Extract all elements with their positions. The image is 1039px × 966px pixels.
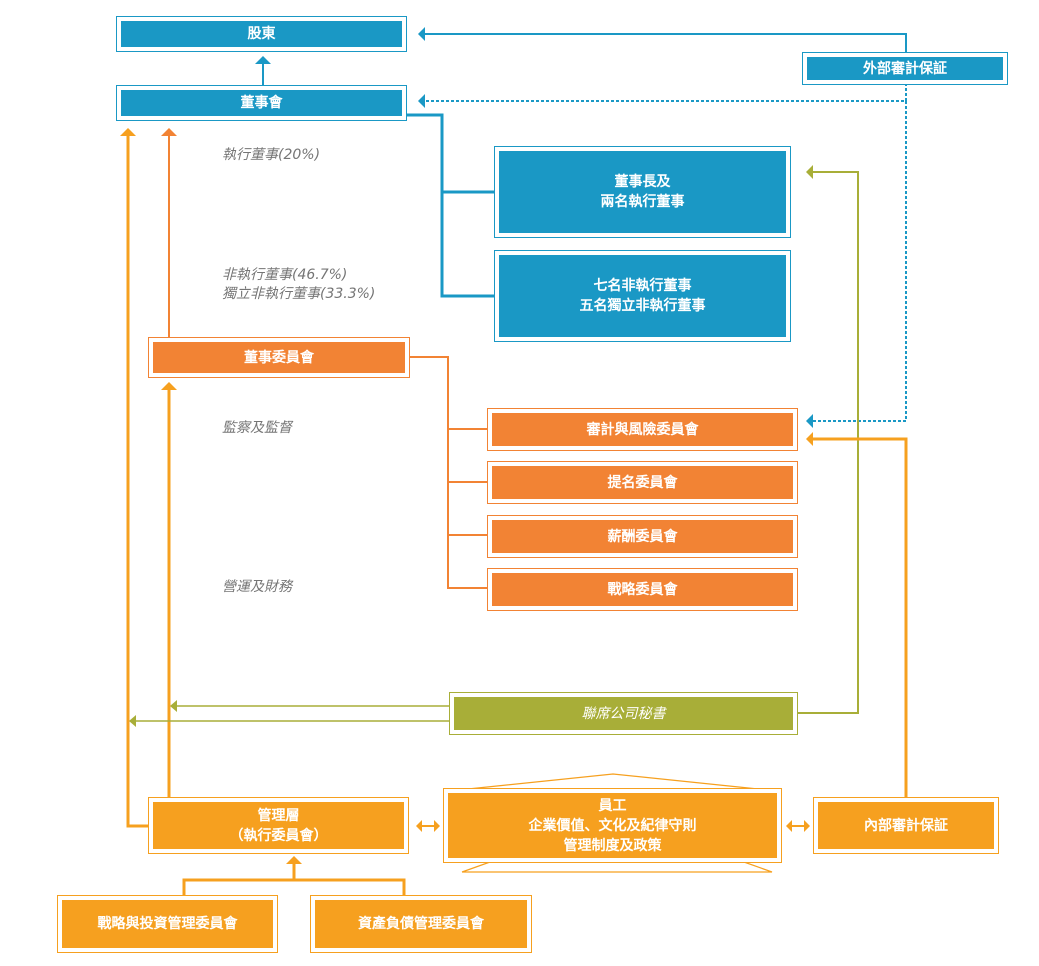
connector-internal-audit-to-audit-committee xyxy=(812,437,908,798)
node-asset-liability-committee: 資產負債管理委員會 xyxy=(310,895,532,953)
connector-external-audit-to-board xyxy=(424,83,907,102)
arrow-left-icon xyxy=(806,414,813,428)
node-external-audit: 外部審計保証 xyxy=(802,52,1008,85)
node-nomination-committee: 提名委員會 xyxy=(487,461,798,504)
arrow-up-icon xyxy=(161,128,177,136)
node-employees: 員工 企業價值、文化及紀律守則 管理制度及政策 xyxy=(443,788,782,863)
connector-secretary-to-chairman xyxy=(797,171,859,714)
node-chairman-exec-directors: 董事長及 兩名執行董事 xyxy=(494,146,791,238)
arrow-left-icon xyxy=(806,165,813,179)
arrow-up-icon xyxy=(161,382,177,390)
node-joint-company-secretary: 聯席公司秘書 xyxy=(449,692,798,735)
node-internal-audit: 內部審計保証 xyxy=(813,797,999,854)
node-management: 管理層 （執行委員會） xyxy=(148,797,409,854)
node-board-committees: 董事委員會 xyxy=(148,337,410,378)
arrow-left-icon xyxy=(806,432,813,446)
connector-external-audit-to-audit-committee xyxy=(812,101,907,422)
connector-committees-to-subcommittees xyxy=(409,356,488,589)
double-arrow-icon xyxy=(786,820,810,832)
node-shareholders: 股東 xyxy=(116,16,407,52)
connector-board-to-directors xyxy=(405,113,494,298)
arrow-left-icon xyxy=(418,94,425,108)
connector-management-to-board xyxy=(126,136,150,828)
node-non-exec-directors: 七名非執行董事 五名獨立非執行董事 xyxy=(494,250,791,342)
arrow-left-icon xyxy=(418,27,425,41)
connector-external-audit-to-shareholders xyxy=(424,33,907,54)
label-operations: 營運及財務 xyxy=(222,579,292,595)
node-strategy-investment-committee: 戰略與投資管理委員會 xyxy=(57,895,278,953)
double-arrow-icon xyxy=(416,820,440,832)
arrow-up-icon xyxy=(255,56,271,64)
label-non-exec-directors: 非執行董事(46.7%) 獨立非執行董事(33.3%) xyxy=(222,267,376,302)
label-exec-directors: 執行董事(20%) xyxy=(222,147,321,163)
arrow-left-icon xyxy=(129,715,136,727)
arrow-up-icon xyxy=(286,856,302,864)
arrow-up-icon xyxy=(120,128,136,136)
node-remuneration-committee: 薪酬委員會 xyxy=(487,515,798,558)
node-audit-risk-committee: 審計與風險委員會 xyxy=(487,408,798,451)
label-supervision: 監察及監督 xyxy=(222,420,292,436)
node-board: 董事會 xyxy=(116,85,407,121)
node-strategy-committee: 戰略委員會 xyxy=(487,568,798,611)
connector-subcommittees-to-management xyxy=(182,878,406,896)
arrow-left-icon xyxy=(170,700,177,712)
